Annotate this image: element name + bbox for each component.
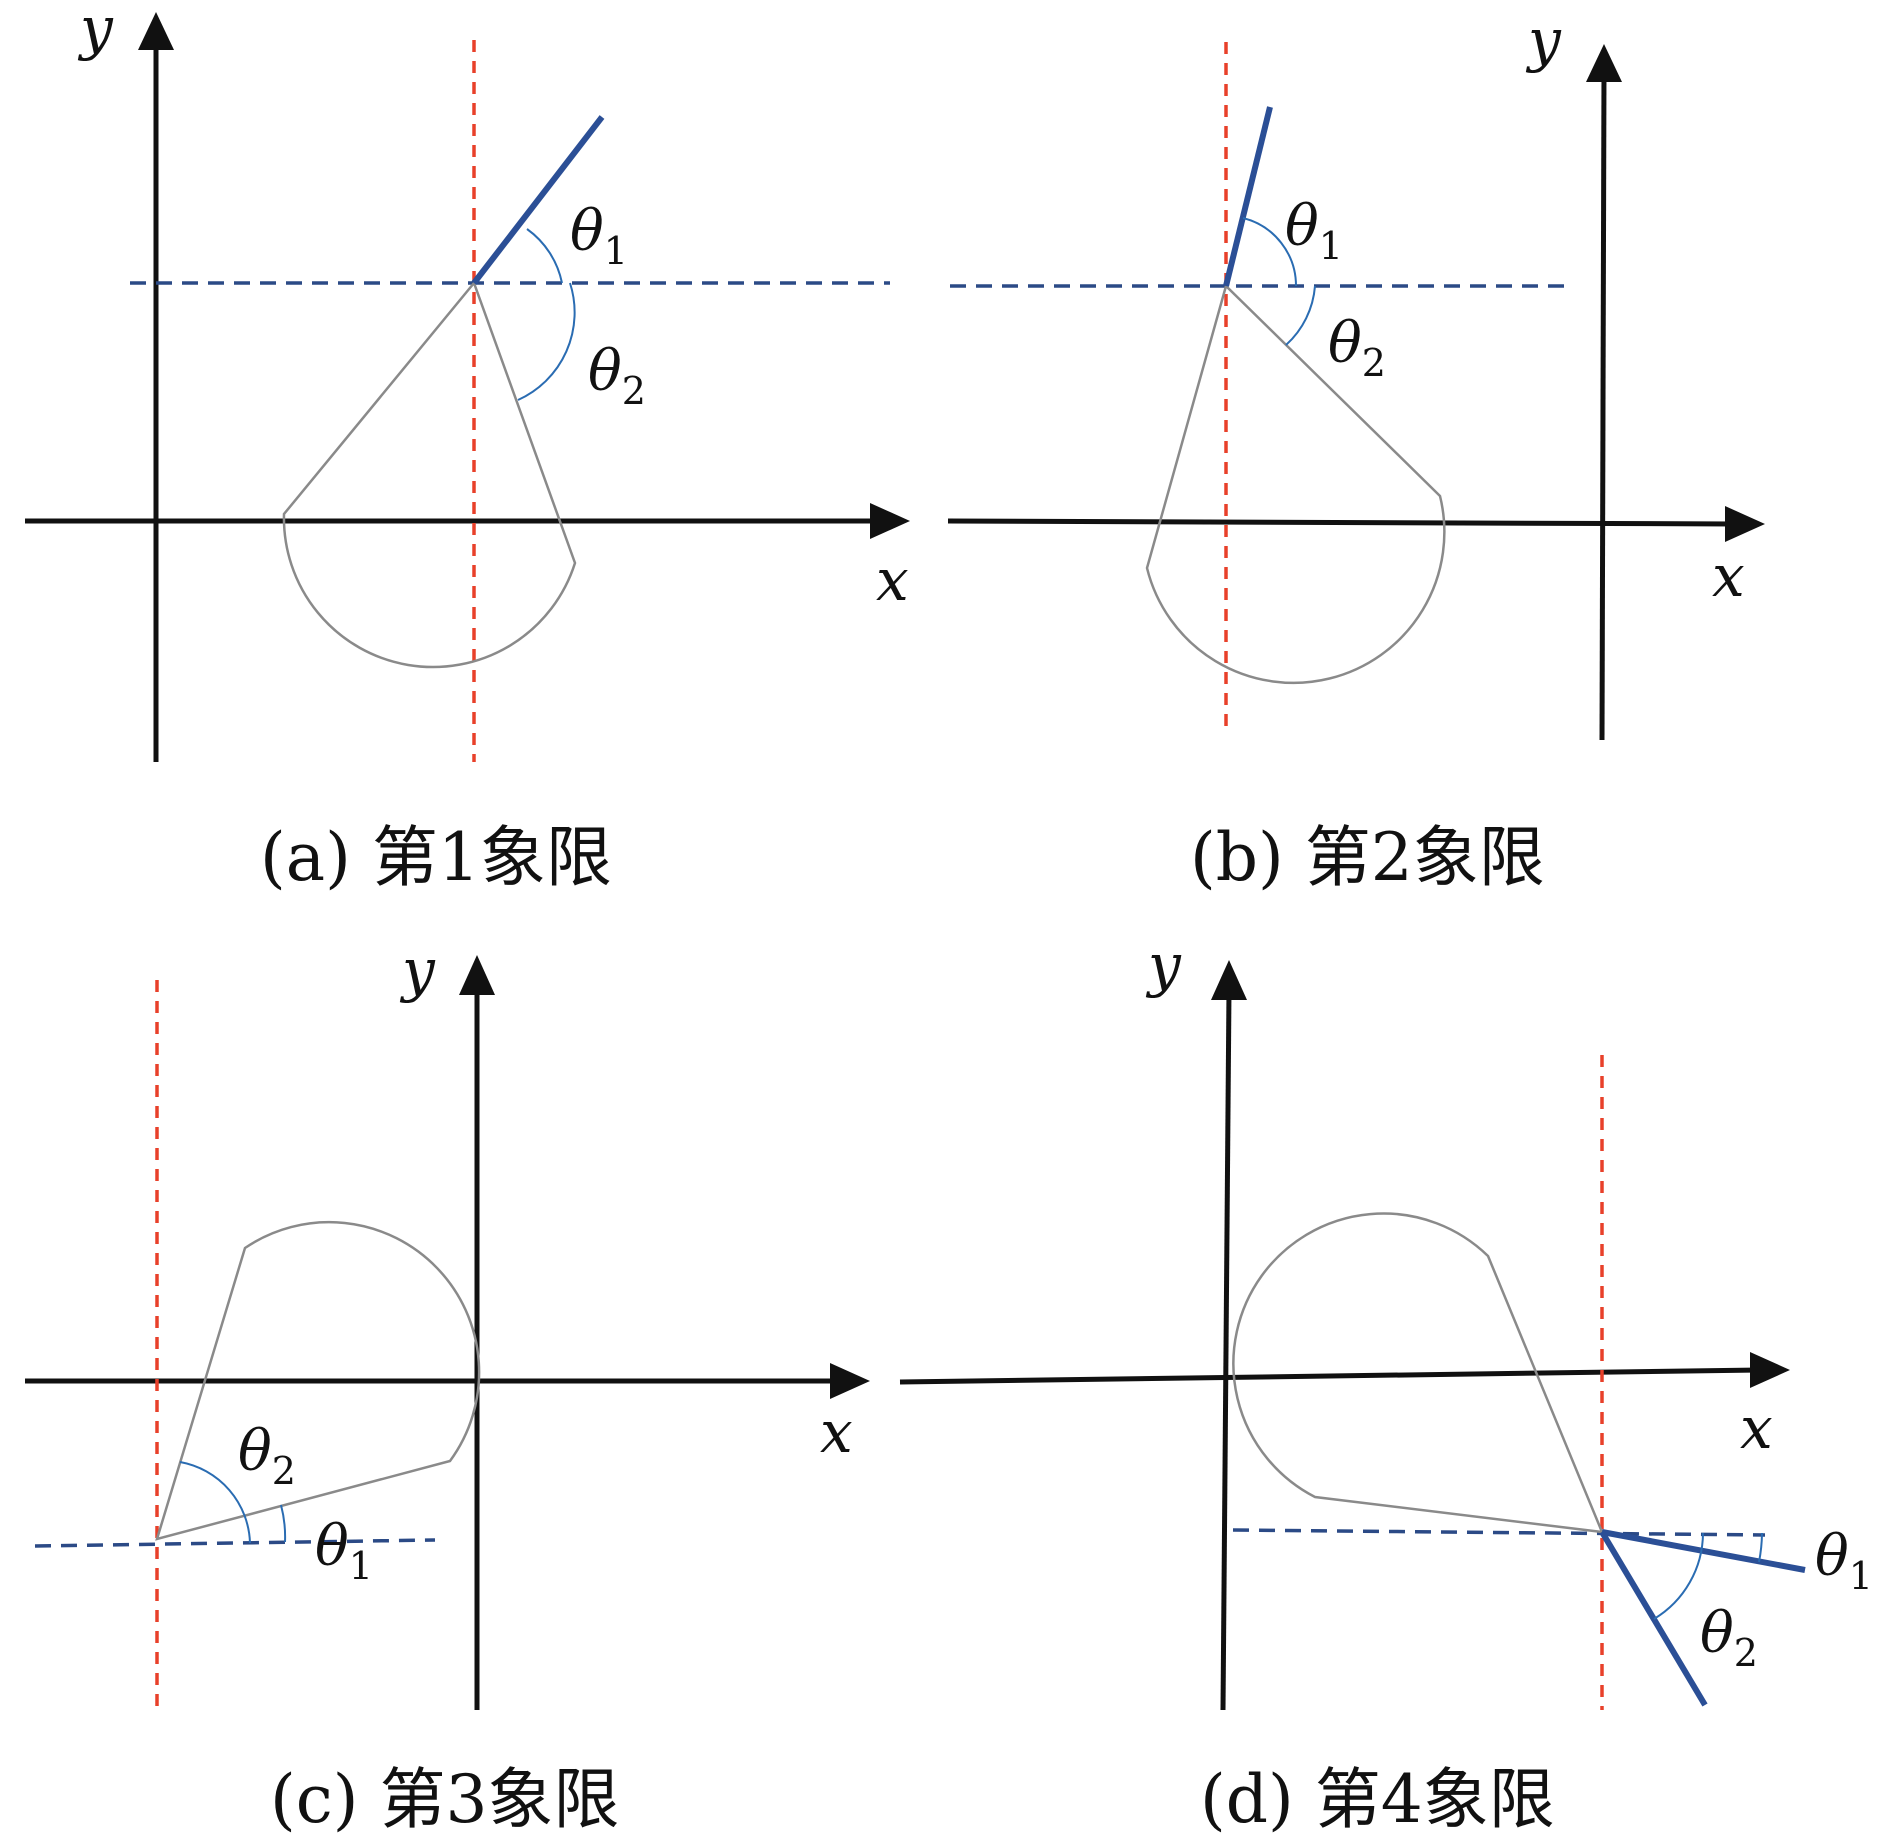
panel-a-x-arrow-icon: [870, 503, 910, 539]
panel-a-theta2-label: θ2: [588, 339, 646, 413]
panel-d-caption: (d) 第4象限: [1200, 1761, 1555, 1838]
panel-b-caption: (b) 第2象限: [1190, 819, 1545, 896]
panel-c-theta2-arc: [179, 1461, 251, 1544]
panel-b-theta1-label: θ1: [1285, 194, 1343, 268]
panel-c-theta1-arc: [280, 1504, 287, 1543]
panel-b-theta1-arc: [1242, 217, 1298, 287]
panel-b-y-axis: [1599, 69, 1607, 741]
panel-d: θ1 θ2 x y (d) 第4象限: [899, 931, 1873, 1838]
panel-a: θ1 θ2 x y (a) 第1象限: [25, 0, 910, 896]
panel-c-x-arrow-icon: [830, 1363, 870, 1399]
panel-d-theta2-arc: [1653, 1532, 1704, 1620]
panel-d-x-axis-label: x: [1740, 1394, 1773, 1462]
panel-b-ray: [1223, 106, 1273, 287]
panel-c-horizontal-reference-line: [34, 1538, 436, 1548]
panel-c-y-axis-label: y: [399, 936, 436, 1004]
panel-a-x-axis-label: x: [876, 546, 909, 614]
panel-a-theta1-arc: [526, 228, 563, 284]
panel-b-theta2-arc: [1285, 285, 1316, 346]
panel-d-x-axis: [899, 1367, 1761, 1385]
panel-b: θ1 θ2 x y (b) 第2象限: [947, 6, 1765, 896]
panel-a-theta1-label: θ1: [570, 199, 628, 273]
panel-d-cam-outline: [1232, 1212, 1604, 1534]
panel-a-y-arrow-icon: [138, 12, 174, 50]
panel-b-y-axis-label: y: [1525, 6, 1562, 74]
panel-a-ray: [471, 115, 605, 285]
panel-d-horizontal-reference-line: [1232, 1528, 1766, 1537]
panel-d-theta2-label: θ2: [1700, 1601, 1758, 1675]
panel-b-x-axis: [947, 518, 1736, 527]
panel-c-x-axis-label: x: [820, 1398, 853, 1466]
panel-c-cam-outline: [155, 1220, 481, 1541]
panel-d-ray-theta1: [1601, 1529, 1806, 1573]
panel-b-x-arrow-icon: [1725, 506, 1765, 542]
panel-d-y-axis-label: y: [1145, 931, 1182, 999]
panel-b-cam-outline: [1145, 283, 1446, 685]
panel-b-theta2-label: θ2: [1328, 311, 1386, 385]
panel-b-y-arrow-icon: [1586, 44, 1622, 82]
panel-d-y-axis: [1220, 989, 1232, 1711]
panel-d-y-arrow-icon: [1211, 960, 1247, 1000]
panel-a-y-axis-label: y: [77, 0, 114, 62]
panel-a-caption: (a) 第1象限: [260, 819, 612, 896]
panel-b-x-axis-label: x: [1712, 542, 1745, 610]
panel-c-y-arrow-icon: [459, 955, 495, 995]
panel-c-theta2-label: θ2: [238, 1419, 296, 1493]
panel-c-caption: (c) 第3象限: [270, 1761, 619, 1838]
panel-d-theta1-arc: [1758, 1532, 1763, 1563]
panel-c: θ2 θ1 x y (c) 第3象限: [25, 936, 870, 1838]
panel-a-cam-outline: [282, 280, 577, 669]
panel-a-theta2-arc: [517, 282, 576, 401]
panel-d-ray-theta2: [1599, 1530, 1708, 1707]
panel-c-theta1-label: θ1: [315, 1514, 373, 1588]
panel-d-theta1-label: θ1: [1815, 1524, 1873, 1598]
panel-d-x-arrow-icon: [1750, 1352, 1790, 1388]
